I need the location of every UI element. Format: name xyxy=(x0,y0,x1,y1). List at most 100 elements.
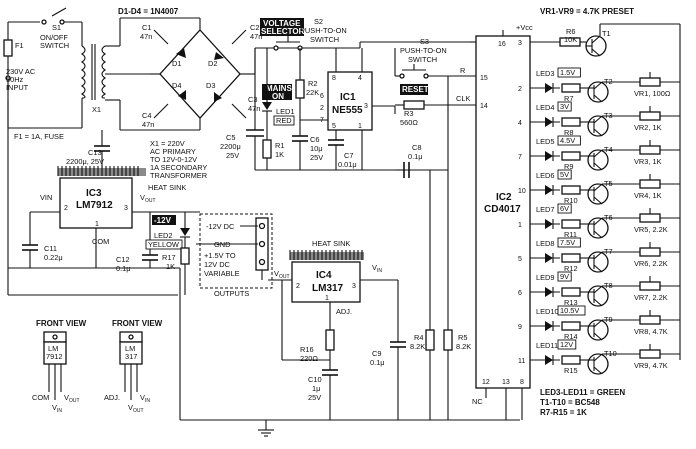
svg-text:2: 2 xyxy=(320,105,324,112)
svg-text:LM7912: LM7912 xyxy=(46,344,62,361)
svg-text:14: 14 xyxy=(480,103,488,110)
led1-color: RED xyxy=(276,116,292,125)
output-neg12: -12V DC xyxy=(206,222,235,231)
led-label: LED11 xyxy=(536,341,558,350)
resistor-r17 xyxy=(180,247,190,265)
ladder-resistor xyxy=(561,321,581,331)
transformer-x1: X1 xyxy=(81,44,106,114)
outputs-title: OUTPUTS xyxy=(214,289,249,298)
ic3-lm7912: HEAT SINK IC3 LM7912 2 3 1 COM VIN VOUT xyxy=(7,128,186,295)
transistor xyxy=(587,319,609,341)
svg-text:C80.1μ: C80.1μ xyxy=(408,143,423,161)
voltage-tag xyxy=(557,271,572,282)
svg-text:R58.2K: R58.2K xyxy=(456,333,471,351)
svg-text:D4: D4 xyxy=(172,81,181,90)
fuse-note: F1 = 1A, FUSE xyxy=(14,132,64,141)
ic2-out-pin: 5 xyxy=(518,256,522,263)
r-label: R xyxy=(460,66,465,75)
led-symbol xyxy=(545,151,553,161)
ladder-resistor xyxy=(561,253,581,263)
svg-text:1: 1 xyxy=(95,221,99,228)
ic4-vin: VIN xyxy=(372,263,382,274)
svg-text:T1: T1 xyxy=(602,29,611,38)
svg-text:LED3-LED11 = GREEN: LED3-LED11 = GREEN xyxy=(540,388,625,397)
transistor xyxy=(587,217,609,239)
svg-text:3: 3 xyxy=(352,283,356,290)
preset-vr xyxy=(639,77,661,87)
ic1-ref: IC1 xyxy=(340,92,356,103)
transistor xyxy=(587,251,609,273)
led-label: LED6 xyxy=(536,171,555,180)
led-symbol xyxy=(545,287,553,297)
ic3-com: COM xyxy=(92,237,109,246)
voltage-tag xyxy=(557,67,581,78)
preset-vr xyxy=(639,179,661,189)
svg-text:D2: D2 xyxy=(208,59,217,68)
led2-ref: LED2 xyxy=(154,231,173,240)
voltage-tag xyxy=(557,135,581,146)
led-label: LED7 xyxy=(536,205,555,214)
preset-vr xyxy=(639,281,661,291)
led-symbol xyxy=(545,117,553,127)
ic4-lm317: HEAT SINK IC4 LM317 2 3 1 ADJ. VIN xyxy=(268,239,398,361)
ladder-resistor xyxy=(561,117,581,127)
voltage-tag-text: 5V xyxy=(560,170,569,179)
led-symbol xyxy=(545,219,553,229)
ic2-out-pin: 3 xyxy=(518,40,522,47)
voltage-tag xyxy=(557,203,572,214)
preset-label: VR7, 2.2K xyxy=(634,293,668,302)
led-symbol xyxy=(545,83,553,93)
preset-label: VR3, 1K xyxy=(634,157,662,166)
led2-tag: -12V xyxy=(154,216,172,225)
ladder-resistor xyxy=(561,83,581,93)
led-label: LED3 xyxy=(536,69,555,78)
svg-text:12: 12 xyxy=(482,379,490,386)
led-symbol xyxy=(545,185,553,195)
svg-text:VOUT: VOUT xyxy=(64,393,80,404)
preset-vr xyxy=(639,349,661,359)
ic2-out-pin: 6 xyxy=(518,290,522,297)
transformer-ref: X1 xyxy=(92,105,101,114)
svg-text:4: 4 xyxy=(358,75,362,82)
preset-vr xyxy=(639,213,661,223)
voltage-tag-text: 7.5V xyxy=(560,238,575,247)
svg-text:D3: D3 xyxy=(206,81,215,90)
ic4-adj: ADJ. xyxy=(336,307,352,316)
led-symbol xyxy=(545,355,553,365)
ic4-ref: IC4 xyxy=(316,270,332,281)
switch-s1-label: S1 xyxy=(52,23,61,32)
resistor-label: R14 xyxy=(564,332,578,341)
preset-label: VR1, 100Ω xyxy=(634,89,671,98)
ic4-part: LM317 xyxy=(312,283,344,294)
svg-text:C90.1μ: C90.1μ xyxy=(370,349,385,367)
transistor xyxy=(587,353,609,375)
